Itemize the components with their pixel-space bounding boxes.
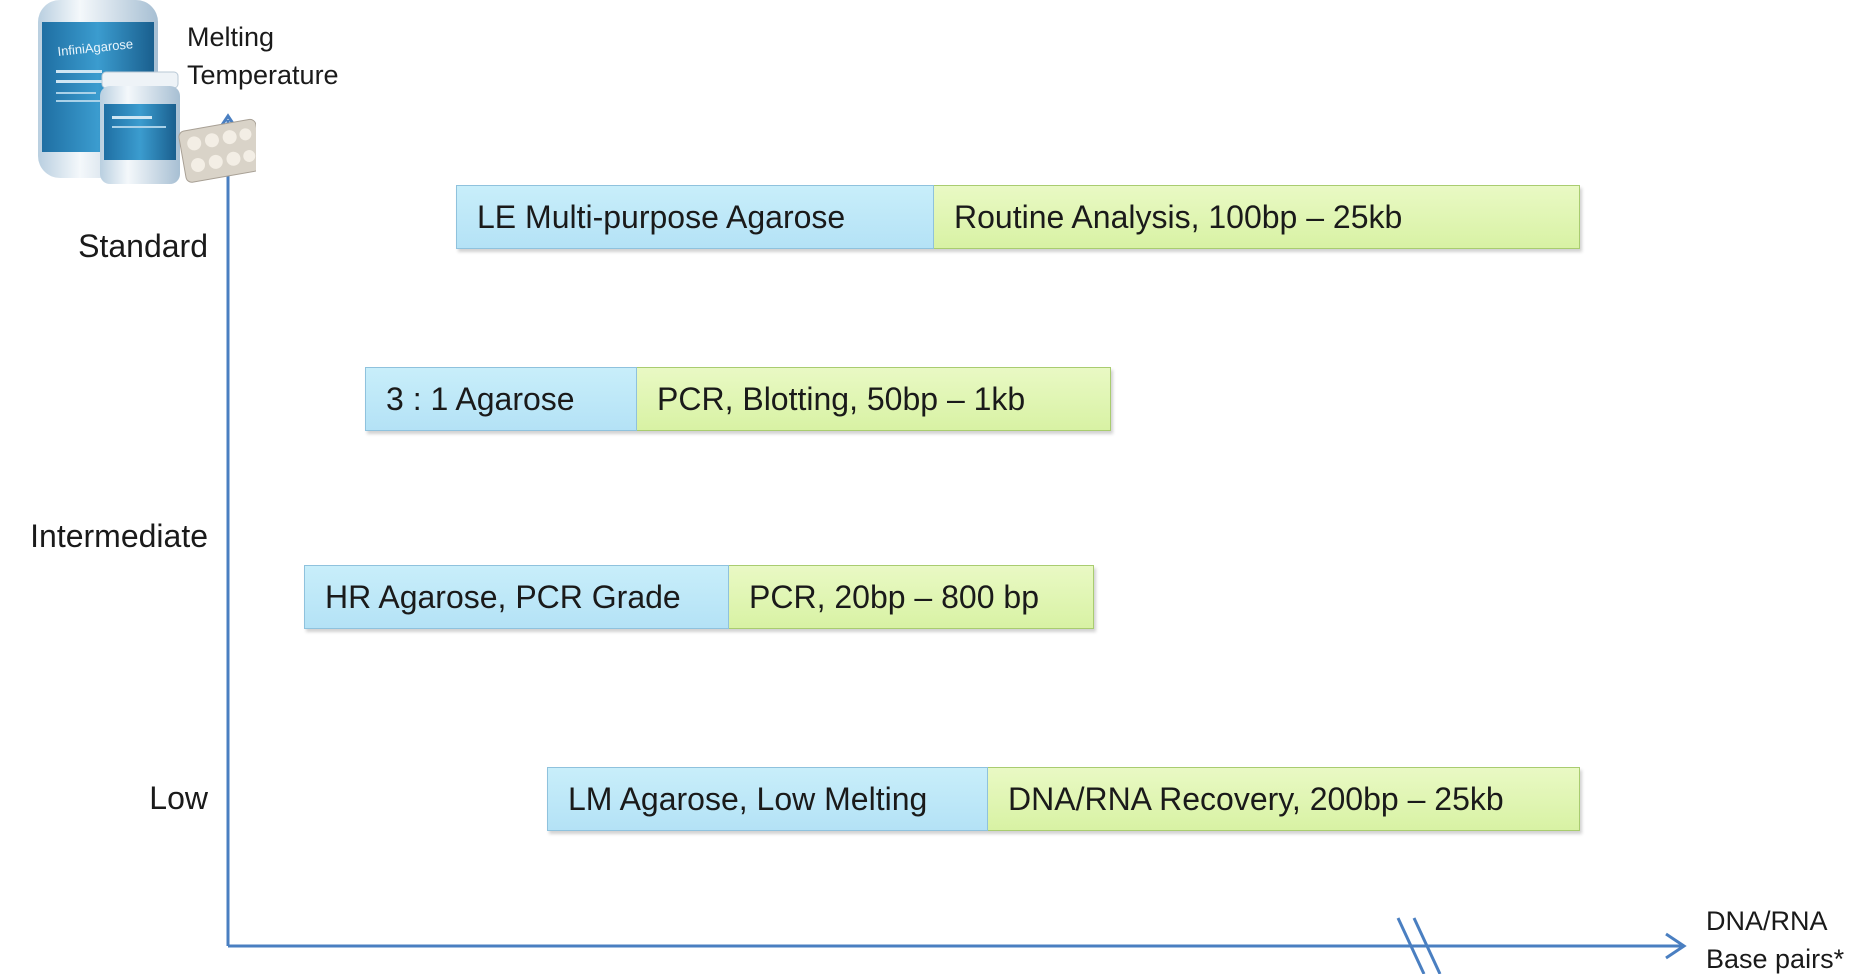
x-axis-title: DNA/RNA Base pairs*	[1706, 902, 1844, 978]
axis-break-mark-1	[1396, 917, 1426, 974]
axis-break-mark-2	[1412, 917, 1442, 974]
product-cell: HR Agarose, PCR Grade	[304, 565, 729, 629]
product-cell: 3 : 1 Agarose	[365, 367, 637, 431]
application-cell: DNA/RNA Recovery, 200bp – 25kb	[988, 767, 1580, 831]
product-cell: LM Agarose, Low Melting	[547, 767, 988, 831]
y-axis-title-line1: Melting	[187, 22, 275, 52]
agarose-row-3-1: 3 : 1 Agarose PCR, Blotting, 50bp – 1kb	[365, 367, 1111, 431]
level-standard-label: Standard	[78, 228, 208, 264]
x-axis-arrowhead	[1665, 932, 1687, 960]
level-intermediate-label: Intermediate	[30, 518, 208, 554]
application-cell: PCR, Blotting, 50bp – 1kb	[637, 367, 1111, 431]
level-low-label: Low	[149, 780, 208, 816]
y-axis-levels: Standard Intermediate Low	[0, 0, 208, 974]
agarose-row-le: LE Multi-purpose Agarose Routine Analysi…	[456, 185, 1580, 249]
y-axis-title-line2: Temperature	[187, 60, 339, 90]
agarose-row-hr: HR Agarose, PCR Grade PCR, 20bp – 800 bp	[304, 565, 1094, 629]
product-cell: LE Multi-purpose Agarose	[456, 185, 934, 249]
application-cell: PCR, 20bp – 800 bp	[729, 565, 1094, 629]
agarose-product-image: InfiniAgarose	[38, 0, 256, 184]
x-axis-title-line1: DNA/RNA	[1706, 906, 1828, 936]
agarose-row-lm: LM Agarose, Low Melting DNA/RNA Recovery…	[547, 767, 1580, 831]
application-cell: Routine Analysis, 100bp – 25kb	[934, 185, 1580, 249]
y-axis-title: Melting Temperature	[187, 18, 339, 94]
x-axis-title-line2: Base pairs*	[1706, 944, 1845, 974]
